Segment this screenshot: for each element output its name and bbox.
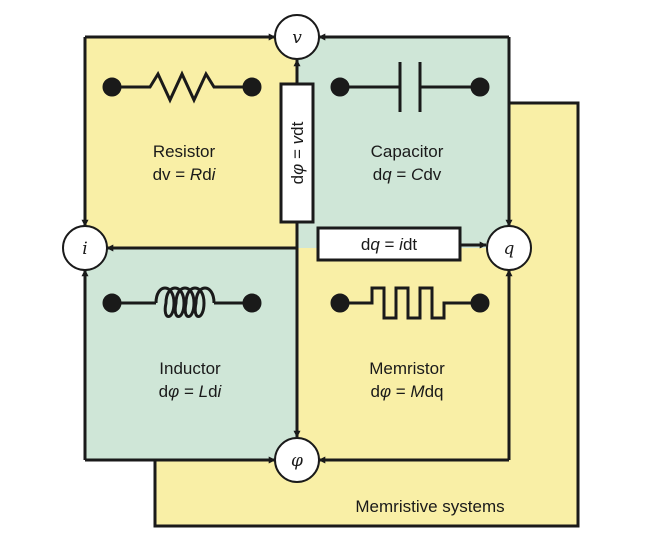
resistor-label: Resistor [153,142,216,161]
node-phi-label: φ [291,451,303,471]
memristor-symbol-icon [330,286,490,320]
resistor-symbol-icon [102,70,262,104]
capacitor-symbol-icon [330,62,490,112]
inductor-label: Inductor [159,359,221,378]
dq-idt-relation: dq = idt [316,226,487,262]
node-phi: φ [274,437,320,483]
dphi-d: d [288,175,307,184]
dphi-dt: dt [288,121,307,135]
node-i: i [62,225,108,271]
capacitor-quadrant [297,37,509,248]
dq-q: q [370,235,380,254]
memristor-quadrant [297,248,509,460]
outer-frame [81,33,513,464]
dq-i: i [399,235,404,254]
svg-text:dφ = vdt: dφ = vdt [288,121,307,184]
node-q-label: q [504,239,515,259]
svg-text:dq = idt: dq = idt [361,235,418,254]
dq-eq: = [380,235,399,254]
dq-d: d [361,235,370,254]
dphi-eq: = [288,144,307,163]
node-v: v [274,14,320,60]
inductor-equation: dφ = Ldi [159,382,223,401]
inductor-symbol-icon [102,286,262,318]
memristor-label: Memristor [369,359,445,378]
dphi-phi: φ [288,164,307,175]
dphi-vdt-relation: dφ = vdt [279,82,315,224]
capacitor-label: Capacitor [371,142,444,161]
capacitor-equation: dq = Cdv [373,165,442,184]
node-v-label: v [292,28,302,48]
node-i-label: i [82,239,87,259]
dq-dt: dt [403,235,417,254]
resistor-quadrant [85,37,297,248]
memristor-equation: dφ = Mdq [370,382,443,401]
dphi-v: v [288,134,307,144]
memristive-systems-label: Memristive systems [355,497,504,516]
node-q: q [486,225,532,271]
inductor-quadrant [85,248,297,460]
resistor-equation: dv = Rdi [153,165,217,184]
